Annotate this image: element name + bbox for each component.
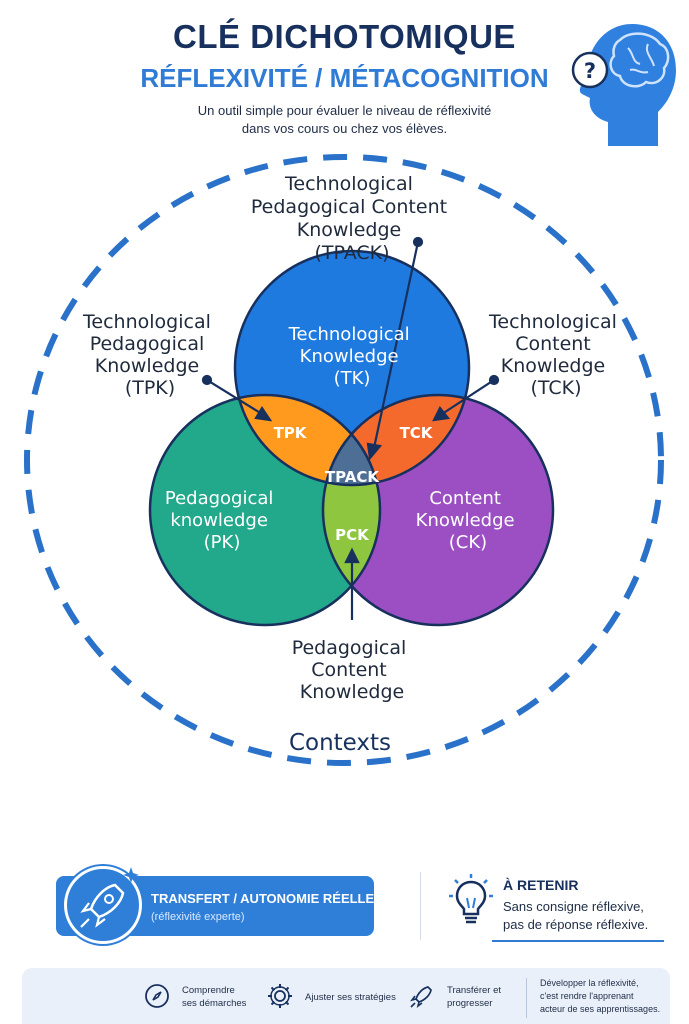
tpack-inner-label: TPACK: [325, 468, 380, 486]
contexts-ring: [24, 154, 664, 766]
tpack-outer-label: Technological Pedagogical Content Knowle…: [251, 173, 453, 264]
band-item-2: Ajuster ses stratégies: [305, 992, 396, 1003]
band-item-1: Comprendre ses démarches: [182, 985, 247, 1009]
retenir-line-1: Sans consigne réflexive,: [503, 899, 644, 914]
intro-text: Un outil simple pour évaluer le niveau d…: [140, 102, 549, 138]
retenir-text: Sans consigne réflexive, pas de réponse …: [503, 898, 673, 934]
sparkle-icon: [123, 867, 139, 883]
band-item-3: Transférer et progresser: [447, 985, 502, 1009]
bottom-band: [22, 968, 670, 1024]
question-mark: ?: [584, 59, 596, 83]
pck-outer-label: Pedagogical Content Knowledge: [292, 637, 413, 703]
rocket-small-icon: [410, 986, 432, 1008]
compass-icon: [145, 984, 169, 1008]
lightbulb-icon: [449, 874, 493, 924]
band-final-text: Développer la réflexivité, c'est rendre …: [540, 978, 661, 1014]
intro-line-2: dans vos cours ou chez vos élèves.: [241, 121, 448, 136]
intro-line-1: Un outil simple pour évaluer le niveau d…: [197, 103, 492, 118]
question-bubble: [571, 51, 609, 89]
contexts-label: Contexts: [289, 730, 391, 756]
pk-label: Pedagogical knowledge (PK): [165, 488, 279, 553]
tpack-venn-diagram: Technological Pedagogical Content Knowle…: [24, 154, 664, 766]
page-subtitle: RÉFLEXIVITÉ / MÉTACOGNITION: [140, 63, 549, 93]
rocket-icon: [80, 883, 125, 928]
band-divider: [526, 978, 527, 1018]
tpk-region: [235, 395, 380, 485]
gear-icon: [268, 984, 292, 1008]
tck-outer-label: Technological Content Knowledge (TCK): [488, 311, 623, 399]
retenir-line-2: pas de réponse réflexive.: [503, 917, 649, 932]
pck-inner-label: PCK: [335, 526, 370, 544]
transfert-icon-circle: [64, 866, 142, 944]
transfert-title: TRANSFERT / AUTONOMIE RÉELLE: [151, 891, 375, 906]
retenir-title: À RETENIR: [503, 877, 579, 893]
page-title: CLÉ DICHOTOMIQUE: [173, 18, 516, 55]
section-divider: [420, 872, 421, 940]
transfert-subtitle: (réflexivité experte): [151, 911, 245, 923]
tck-inner-label: TCK: [400, 424, 434, 442]
ck-label: Content Knowledge (CK): [416, 488, 521, 553]
tpk-outer-label: Technological Pedagogical Knowledge (TPK…: [82, 311, 217, 399]
tck-region: [323, 395, 469, 485]
retenir-underline: [492, 940, 664, 942]
head-brain-icon: ?: [571, 24, 676, 146]
tk-label: Technological Knowledge (TK): [288, 324, 416, 389]
tpk-inner-label: TPK: [274, 424, 308, 442]
